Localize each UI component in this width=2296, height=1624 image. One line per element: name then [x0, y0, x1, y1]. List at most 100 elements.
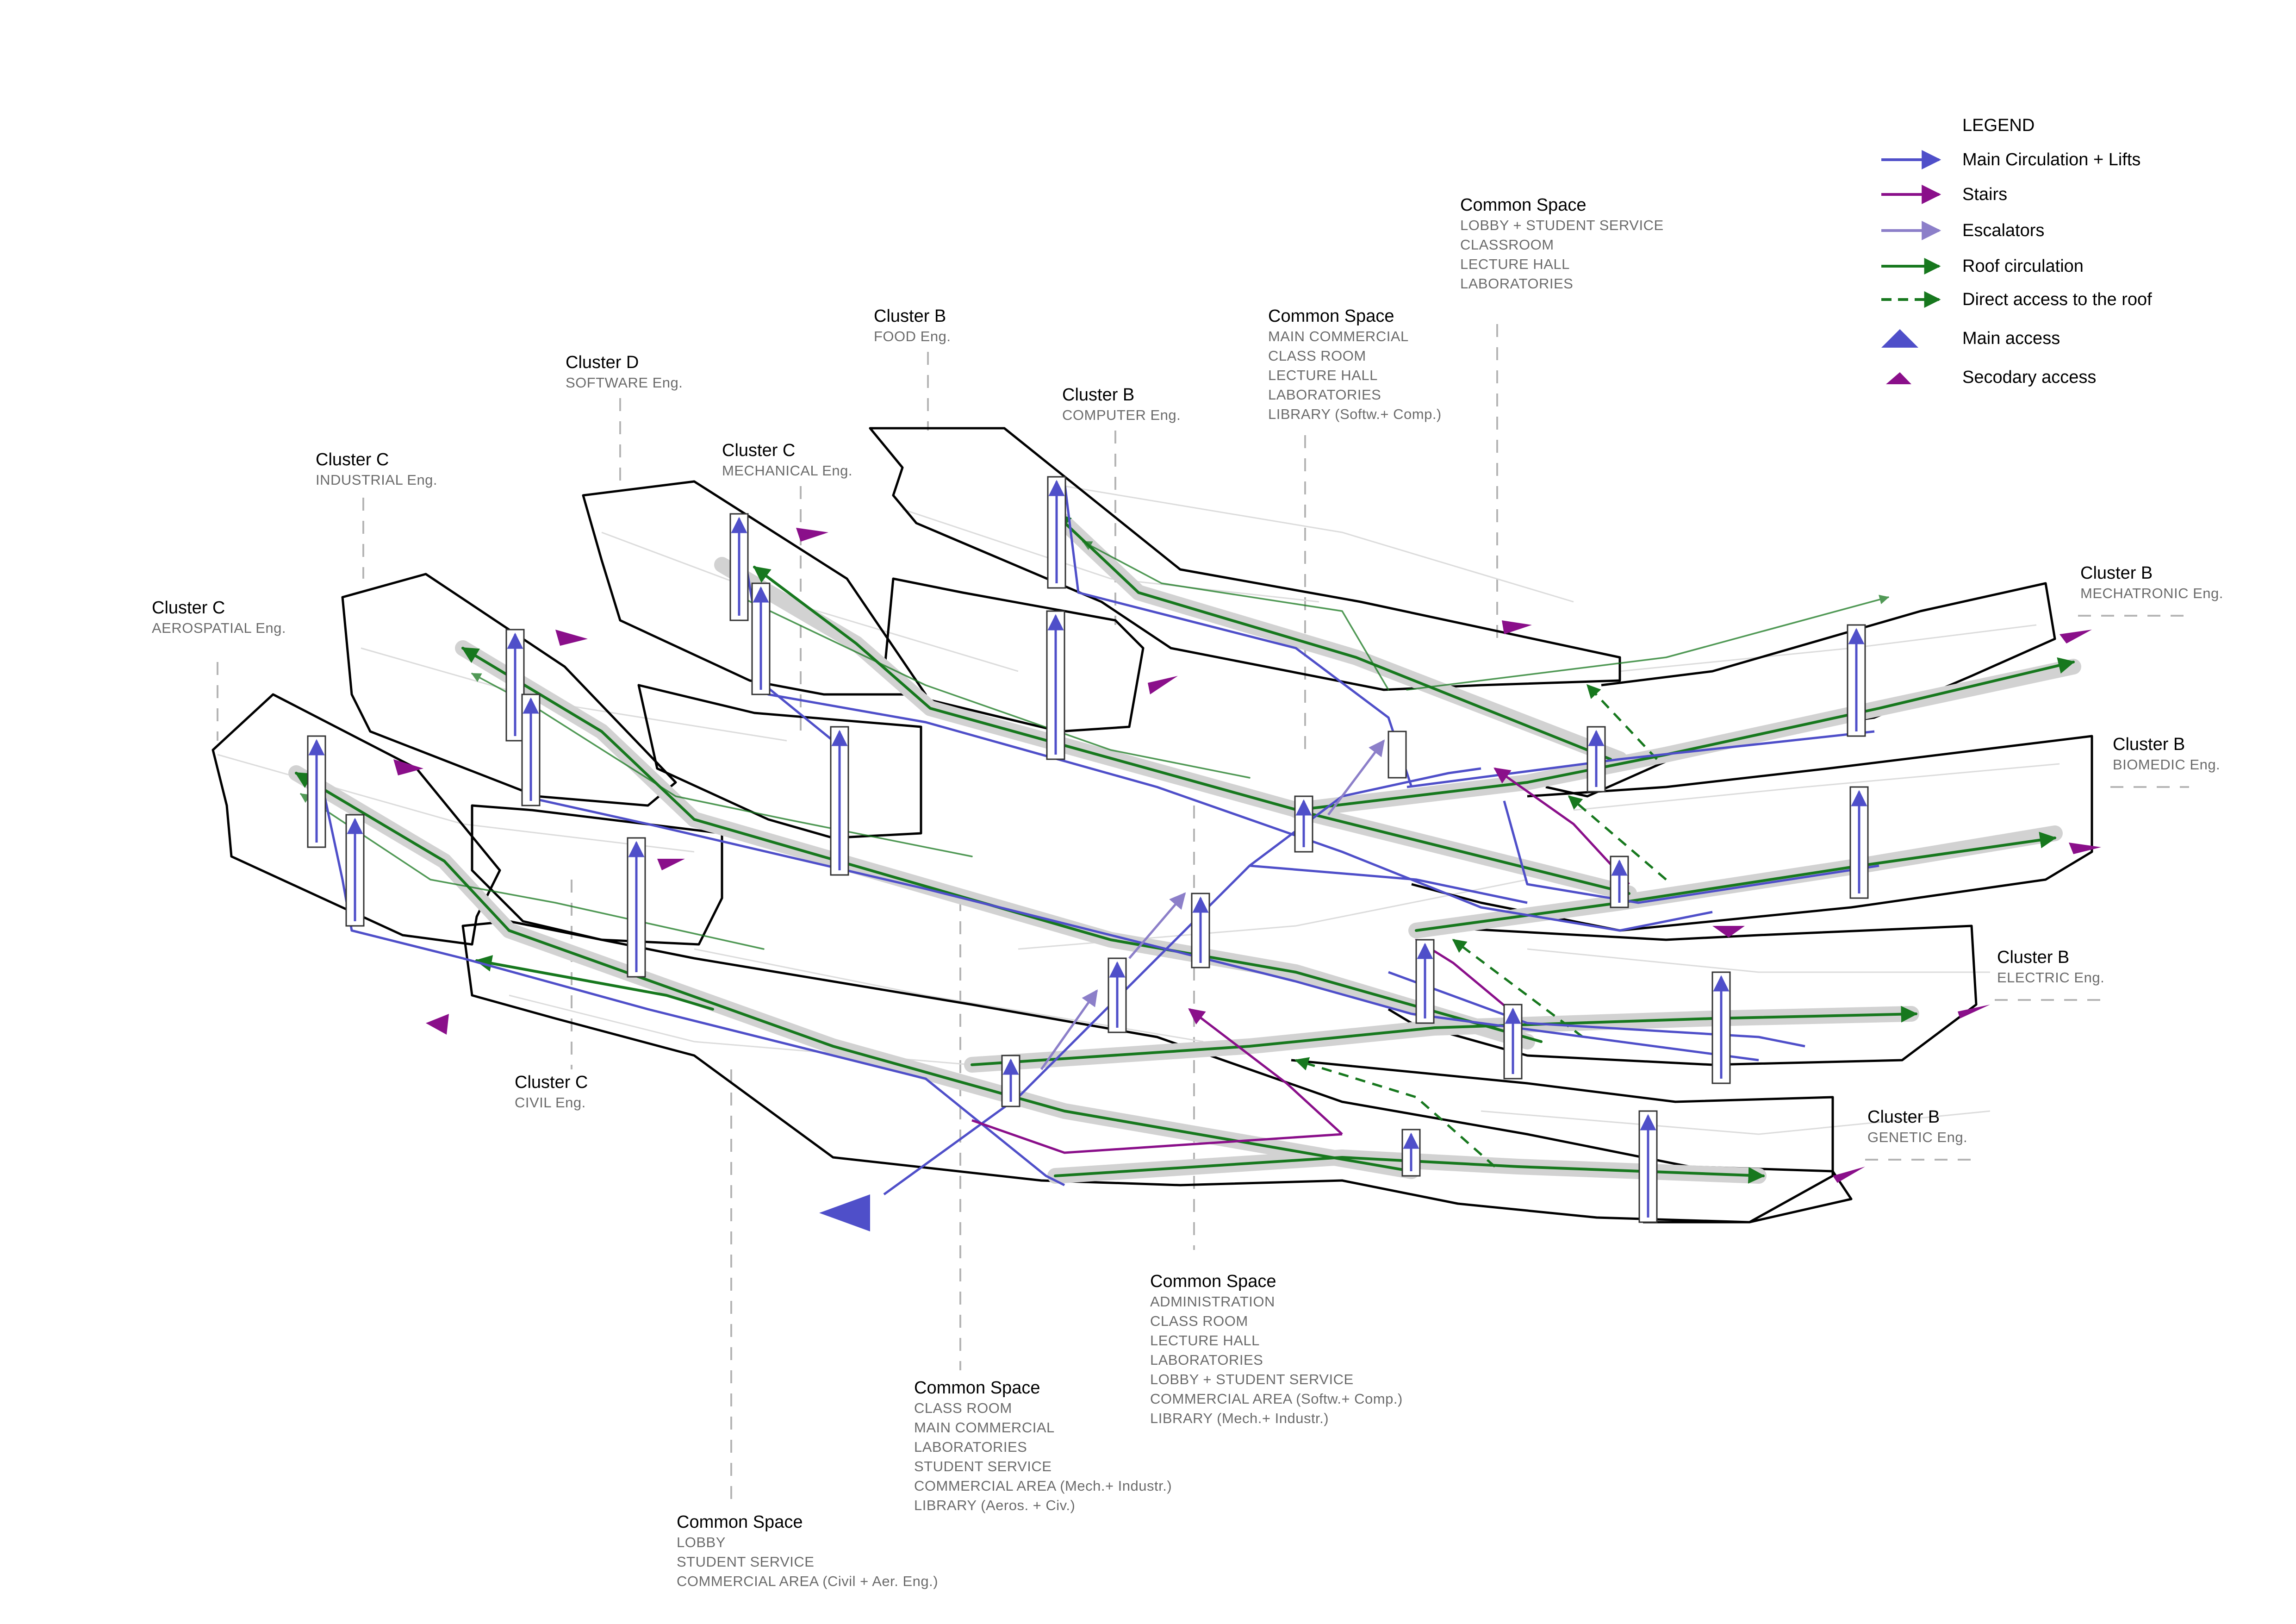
- main-circulation: [313, 481, 1879, 1196]
- label-common-space-top-right: Common Space LOBBY + STUDENT SERVICE CLA…: [1460, 194, 1664, 294]
- outline-mecha: [1545, 582, 2056, 798]
- label-line: COMMERCIAL AREA (Civil + Aer. Eng.): [677, 1573, 939, 1589]
- label-cluster-c-aerospatial: Cluster C AEROSPATIAL Eng.: [152, 597, 286, 638]
- lift-arrows: [308, 480, 1867, 1218]
- legend-label: Main access: [1962, 329, 2060, 348]
- label-line: LECTURE HALL: [1150, 1332, 1260, 1349]
- label-common-space-top-mid: Common Space MAIN COMMERCIAL CLASS ROOM …: [1268, 306, 1442, 424]
- outline-civil: [471, 804, 723, 946]
- label-line: ADMINISTRATION: [1150, 1293, 1275, 1310]
- label-cluster-c-industrial: Cluster C INDUSTRIAL Eng.: [316, 449, 437, 490]
- label-title: Cluster D: [566, 353, 639, 372]
- legend-item-direct-access: Direct access to the roof: [1879, 288, 2259, 311]
- label-line: LABORATORIES: [1150, 1352, 1263, 1368]
- label-title: Common Space: [1268, 306, 1394, 326]
- label-cluster-c-civil: Cluster C CIVIL Eng.: [515, 1072, 588, 1112]
- label-line: LOBBY + STUDENT SERVICE: [1150, 1371, 1354, 1387]
- outline-soft: [637, 684, 922, 839]
- label-title: Cluster B: [874, 306, 946, 326]
- label-line: LOBBY + STUDENT SERVICE: [1460, 217, 1664, 233]
- legend-title: LEGEND: [1962, 116, 2035, 135]
- label-title: Common Space: [1460, 195, 1587, 215]
- secondary-access-icon: [657, 859, 685, 870]
- label-line: SOFTWARE Eng.: [566, 375, 683, 391]
- arrow-lavender-icon: [1881, 221, 1941, 240]
- label-line: GENETIC Eng.: [1867, 1129, 1968, 1145]
- label-line: LECTURE HALL: [1268, 367, 1378, 383]
- triangle-purple-icon: [1886, 372, 1911, 384]
- label-cluster-b-computer: Cluster B COMPUTER Eng.: [1062, 384, 1181, 425]
- legend-item-main-circulation: Main Circulation + Lifts: [1879, 148, 2259, 171]
- label-line: LECTURE HALL: [1460, 256, 1570, 272]
- legend-label: Roof circulation: [1962, 256, 2084, 276]
- label-title: Cluster B: [1867, 1107, 1940, 1127]
- outline-aero: [212, 693, 501, 946]
- label-line: LIBRARY (Softw.+ Comp.): [1268, 406, 1442, 422]
- arrow-green-icon: [1881, 258, 1941, 275]
- label-line: FOOD Eng.: [874, 328, 951, 344]
- arrow-green-dashed-icon: [1881, 291, 1941, 308]
- legend-label: Stairs: [1962, 185, 2008, 204]
- label-line: COMPUTER Eng.: [1062, 407, 1181, 423]
- outline-genetic: [1291, 1059, 1834, 1224]
- legend-label: Escalators: [1962, 221, 2045, 240]
- label-line: MECHANICAL Eng.: [722, 462, 852, 479]
- label-line: STUDENT SERVICE: [914, 1458, 1052, 1474]
- label-cluster-b-electric: Cluster B ELECTRIC Eng.: [1997, 947, 2104, 987]
- label-title: Cluster B: [2080, 563, 2153, 583]
- legend: LEGEND Main Circulation + Lifts Stairs E…: [1879, 111, 2259, 398]
- secondary-access-icon: [1502, 620, 1532, 634]
- legend-item-escalators: Escalators: [1879, 219, 2259, 242]
- legend-label: Secodary access: [1962, 368, 2097, 387]
- label-title: Cluster C: [515, 1073, 588, 1092]
- secondary-access-icon: [1148, 676, 1178, 694]
- label-cluster-b-genetic: Cluster B GENETIC Eng.: [1867, 1106, 1967, 1147]
- outline-ind: [341, 573, 677, 807]
- secondary-access-icon: [2060, 630, 2092, 643]
- secondary-access-icon: [555, 630, 588, 646]
- label-line: LABORATORIES: [1268, 387, 1381, 403]
- label-line: COMMERCIAL AREA (Softw.+ Comp.): [1150, 1391, 1403, 1407]
- label-common-space-bottom-left: Common Space LOBBY STUDENT SERVICE COMME…: [677, 1512, 938, 1591]
- label-line: CLASS ROOM: [914, 1400, 1012, 1416]
- secondary-access-icon: [1958, 1005, 1990, 1018]
- roof-circulation: [288, 506, 2081, 1184]
- main-access-icon: [819, 1194, 870, 1231]
- label-title: Cluster C: [316, 450, 389, 469]
- legend-label: Direct access to the roof: [1962, 290, 2152, 309]
- building-outlines: [212, 427, 2093, 1224]
- legend-item-main-access: Main access: [1879, 327, 2259, 350]
- label-title: Common Space: [677, 1512, 803, 1532]
- label-title: Common Space: [1150, 1272, 1276, 1291]
- secondary-access-icon: [393, 759, 423, 775]
- label-cluster-b-food: Cluster B FOOD Eng.: [874, 306, 951, 346]
- label-title: Cluster B: [1997, 948, 2070, 967]
- outline-comp: [869, 427, 1621, 691]
- legend-label: Main Circulation + Lifts: [1962, 150, 2141, 169]
- secondary-access-icon: [2069, 843, 2101, 854]
- label-line: CLASS ROOM: [1268, 348, 1366, 364]
- label-line: CIVIL Eng.: [515, 1094, 586, 1111]
- arrow-blue-icon: [1881, 150, 1941, 169]
- secondary-access-icon: [426, 1014, 449, 1035]
- secondary-access-icon: [796, 528, 828, 542]
- label-title: Cluster C: [722, 441, 796, 460]
- direct-roof-access: [1294, 684, 1667, 1168]
- label-line: BIOMEDIC Eng.: [2113, 756, 2221, 773]
- legend-item-secondary-access: Secodary access: [1879, 366, 2259, 389]
- lift-tower: [1388, 731, 1407, 779]
- secondary-access-icon: [1833, 1167, 1865, 1183]
- label-title: Cluster C: [152, 598, 225, 618]
- label-line: INDUSTRIAL Eng.: [316, 472, 438, 488]
- legend-item-roof-circulation: Roof circulation: [1879, 255, 2259, 278]
- label-line: LABORATORIES: [914, 1439, 1027, 1455]
- label-title: Cluster B: [1062, 385, 1135, 405]
- label-line: LIBRARY (Aeros. + Civ.): [914, 1497, 1076, 1513]
- label-line: MECHATRONIC Eng.: [2080, 585, 2223, 601]
- label-line: STUDENT SERVICE: [677, 1554, 815, 1570]
- label-cluster-b-biomedic: Cluster B BIOMEDIC Eng.: [2113, 734, 2220, 775]
- label-common-space-bottom-right: Common Space ADMINISTRATION CLASS ROOM L…: [1150, 1271, 1403, 1428]
- label-line: CLASS ROOM: [1150, 1313, 1248, 1329]
- outline-elec: [1388, 924, 1978, 1066]
